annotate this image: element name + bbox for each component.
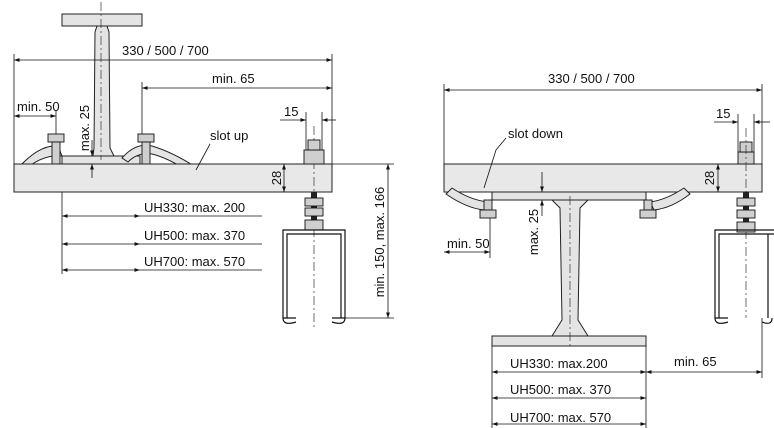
right-dim28-label: 28 bbox=[702, 171, 717, 185]
right-dim15-label: 15 bbox=[716, 106, 730, 121]
right-hanger-bolt bbox=[736, 192, 756, 233]
right-clamp-bolt-1 bbox=[479, 199, 497, 219]
left-beam-web bbox=[92, 25, 115, 157]
left-c-channel bbox=[282, 229, 346, 319]
left-top-nut bbox=[303, 149, 325, 165]
left-slot-label: slot up bbox=[210, 128, 248, 143]
left-nut-3 bbox=[304, 219, 324, 231]
left-total-width-label: 330 / 500 / 700 bbox=[122, 43, 209, 58]
left-beam-top-flange bbox=[61, 13, 143, 27]
left-dim15-label: 15 bbox=[284, 104, 298, 119]
left-slot-leader bbox=[195, 143, 211, 171]
right-clamp-wing-right bbox=[649, 187, 691, 211]
right-clamp-bolt-2 bbox=[639, 199, 657, 219]
left-view: slot up 330 / 500 / 700 min. 65 min. 50 … bbox=[13, 2, 394, 328]
right-rail-plate bbox=[443, 163, 763, 193]
left-dim28-label: 28 bbox=[269, 171, 284, 185]
left-height-label: min. 150, max. 166 bbox=[372, 187, 387, 298]
left-uh500-label: UH500: max. 370 bbox=[144, 228, 245, 243]
left-rail-plate bbox=[13, 163, 333, 193]
left-uh700-label: UH700: max. 570 bbox=[144, 254, 245, 269]
right-clamp-base bbox=[491, 191, 647, 201]
right-c-channel bbox=[714, 229, 774, 319]
left-uh330-label: UH330: max. 200 bbox=[144, 200, 245, 215]
right-slot-label: slot down bbox=[508, 126, 563, 141]
right-uh700-label: UH700: max. 570 bbox=[510, 410, 611, 425]
left-min50-label: min. 50 bbox=[17, 99, 60, 114]
left-min65-label: min. 65 bbox=[212, 71, 255, 86]
right-min50-label: min. 50 bbox=[447, 236, 490, 251]
left-nut-2 bbox=[304, 207, 324, 217]
right-max25-label: max. 25 bbox=[526, 209, 541, 255]
left-nut-1 bbox=[304, 197, 324, 207]
right-i-beam bbox=[491, 199, 647, 347]
left-i-beam bbox=[61, 13, 143, 157]
right-slot-leader bbox=[483, 149, 497, 189]
right-uh500-label: UH500: max. 370 bbox=[510, 382, 611, 397]
right-uh330-label: UH330: max.200 bbox=[510, 356, 608, 371]
right-view: slot down 330 / 500 / 700 15 28 max. 25 … bbox=[443, 71, 774, 428]
right-beam-bottom-flange bbox=[491, 335, 647, 347]
left-top-bolt-end bbox=[307, 139, 321, 151]
right-min65-label: min. 65 bbox=[674, 354, 717, 369]
left-max25-label: max. 25 bbox=[77, 105, 92, 151]
right-total-width-label: 330 / 500 / 700 bbox=[548, 71, 635, 86]
left-hanger-bolt bbox=[303, 139, 325, 231]
